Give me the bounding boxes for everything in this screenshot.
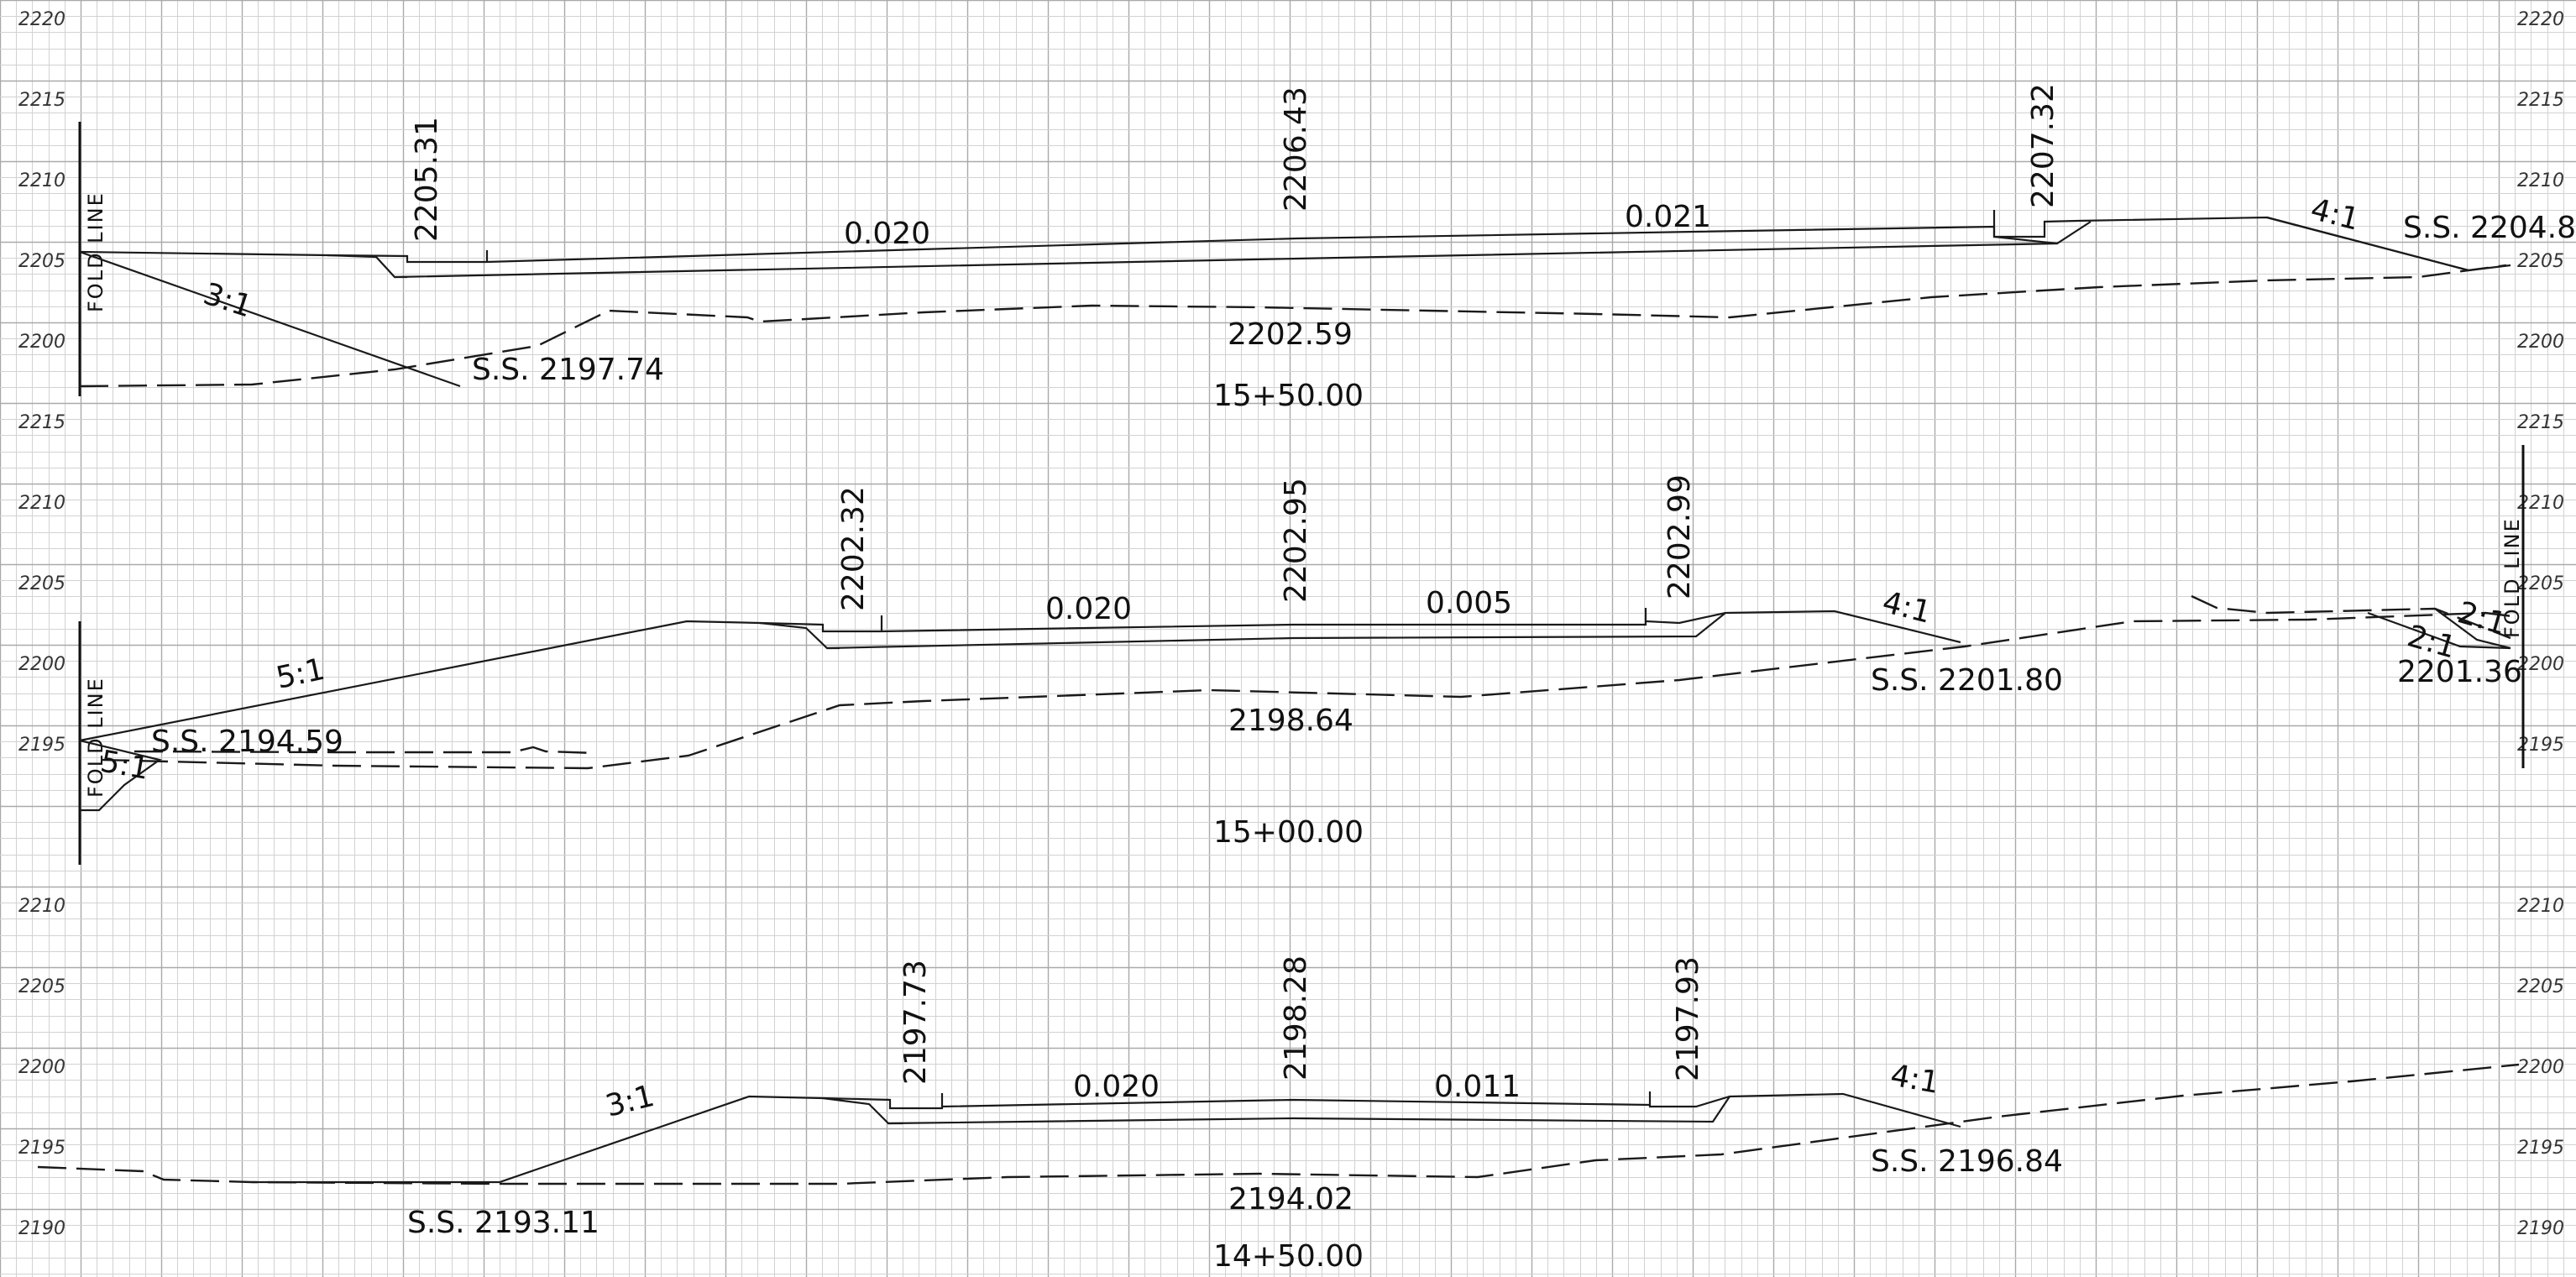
left-elevation-label: 2195 (18, 735, 65, 756)
right-slope-line-2 (2434, 608, 2511, 650)
existing-ground-line (37, 1063, 2520, 1185)
left-elevation-label: 2205 (18, 976, 65, 997)
subgrade-line (887, 1096, 1730, 1125)
left-slope-stake: S.S. 2197.74 (472, 353, 664, 387)
left-elevation-label: 2200 (18, 332, 65, 353)
ground-elevation: 2202.59 (1228, 317, 1353, 352)
subgrade-line (826, 612, 1726, 650)
left-elevation-label: 2210 (18, 170, 65, 191)
right-elevation-label: 2210 (2517, 896, 2564, 917)
section-15-50: FOLD LINE 2205.31 2206.43 2207.32 0.020 … (78, 83, 2576, 413)
right-elevation-label: 2205 (2517, 976, 2564, 997)
left-elevation-label: 2190 (18, 1218, 65, 1239)
right-elevation-label: 2195 (2517, 1138, 2564, 1159)
right-elevation-label: 2200 (2517, 332, 2564, 353)
right-elevation-label: 2190 (2517, 1218, 2564, 1239)
fold-line-label: FOLD LINE (2500, 517, 2524, 638)
left-edge-elevation: 2197.73 (898, 960, 933, 1085)
left-slope-line (79, 250, 461, 388)
left-elevation-labels: 2220 2215 2210 2205 2200 2215 2210 2205 2200 2195… (18, 9, 65, 1239)
right-slope-stake-2: 2201.36 (2397, 655, 2522, 689)
right-elevation-label: 2210 (2517, 170, 2564, 191)
right-curb (1992, 210, 2058, 245)
right-elevation-labels: 2220 2215 2210 2205 2200 2215 2210 2205 2200 2195… (2517, 9, 2564, 1239)
ground-elevation: 2194.02 (1228, 1182, 1353, 1217)
left-cross-slope: 0.020 (1073, 1070, 1160, 1104)
existing-ground-line (79, 264, 2507, 388)
left-cross-slope: 0.020 (1045, 592, 1132, 626)
station-label: 14+50.00 (1213, 1239, 1364, 1274)
existing-ground-line-right (2191, 594, 2511, 640)
right-cross-slope: 0.011 (1434, 1070, 1521, 1104)
left-elevation-label: 2200 (18, 1057, 65, 1078)
centerline-elevation: 2198.28 (1279, 955, 1313, 1081)
left-elevation-label: 2220 (18, 9, 65, 30)
right-elevation-label: 2215 (2517, 412, 2564, 433)
left-side-slope-toe: 5:1 (97, 744, 151, 786)
right-slope-line (2266, 216, 2511, 272)
station-label: 15+50.00 (1213, 379, 1364, 413)
right-elevation-label: 2195 (2517, 735, 2564, 756)
existing-ground-line-left (134, 746, 597, 755)
left-edge-elevation: 2202.32 (836, 486, 871, 611)
right-side-slope: 4:1 (1887, 1058, 1941, 1100)
left-elevation-label: 2210 (18, 493, 65, 514)
station-label: 15+00.00 (1213, 815, 1364, 850)
right-edge-elevation: 2197.93 (1671, 956, 1705, 1081)
right-elevation-label: 2215 (2517, 90, 2564, 111)
left-elevation-label: 2215 (18, 412, 65, 433)
right-elevation-label: 2205 (2517, 573, 2564, 594)
right-slope-line (2367, 611, 2511, 650)
left-slope-stake: S.S. 2194.59 (151, 725, 343, 759)
left-edge-elevation: 2205.31 (410, 117, 444, 242)
right-elevation-label: 2220 (2517, 9, 2564, 30)
right-cross-slope: 0.021 (1625, 200, 1711, 234)
left-elevation-label: 2210 (18, 896, 65, 917)
left-cross-slope: 0.020 (844, 217, 930, 251)
right-slope-stake: S.S. 2204.8 (2403, 211, 2576, 245)
right-edge-elevation: 2207.32 (2026, 83, 2060, 208)
left-slope-line (252, 1095, 824, 1184)
left-elevation-label: 2200 (18, 654, 65, 675)
section-14-50: 2197.73 2198.28 2197.93 0.020 0.011 3:1 … (37, 955, 2520, 1274)
existing-ground-line (100, 611, 2520, 770)
subgrade-line (394, 221, 2092, 279)
right-slope-stake: S.S. 2201.80 (1871, 663, 2063, 698)
ground-elevation: 2198.64 (1228, 704, 1353, 738)
left-elevation-label: 2215 (18, 90, 65, 111)
right-slope-stake: S.S. 2196.84 (1871, 1144, 2063, 1179)
right-elevation-label: 2200 (2517, 654, 2564, 675)
finished-grade-top (327, 216, 2469, 272)
finished-grade-top (759, 608, 1961, 644)
right-elevation-label: 2205 (2517, 251, 2564, 272)
right-elevation-label: 2200 (2517, 1057, 2564, 1078)
finished-grade-top (822, 1091, 1961, 1128)
left-slope-line (79, 620, 761, 742)
left-toe (79, 739, 162, 812)
left-elevation-label: 2205 (18, 251, 65, 272)
left-elevation-label: 2205 (18, 573, 65, 594)
right-edge-elevation: 2202.99 (1662, 474, 1697, 599)
left-slope-stake: S.S. 2193.11 (407, 1206, 599, 1240)
left-shoulder-line (79, 250, 328, 257)
centerline-elevation: 2202.95 (1279, 478, 1313, 603)
left-elevation-label: 2195 (18, 1138, 65, 1159)
centerline-elevation: 2206.43 (1279, 86, 1313, 212)
right-cross-slope: 0.005 (1426, 586, 1512, 620)
right-elevation-label: 2210 (2517, 493, 2564, 514)
